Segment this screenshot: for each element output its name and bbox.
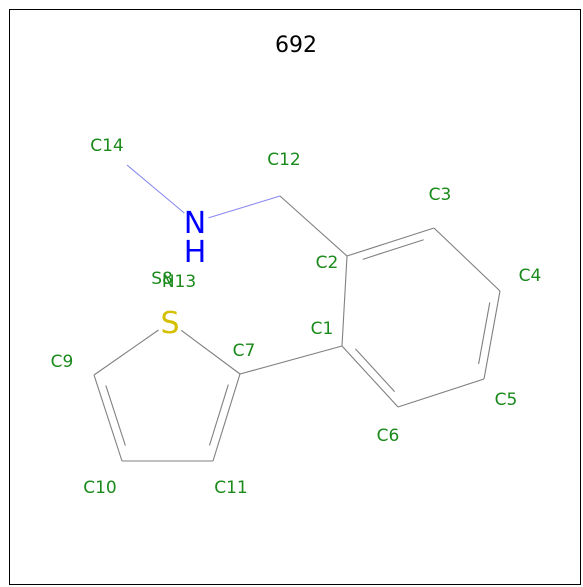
atom-label-C12: C12	[267, 150, 301, 170]
element-symbol-S8: S	[160, 306, 179, 341]
bond-inner-C9-C10	[105, 385, 126, 446]
bond-N13-C14	[126, 164, 185, 214]
bond-C5-C6	[397, 378, 485, 408]
bond-C12-N13	[208, 195, 281, 219]
bonds-layer	[93, 164, 501, 462]
element-symbol-N13: N	[184, 206, 206, 241]
bond-C11-C7	[212, 373, 241, 462]
element-symbols-layer: S NH	[160, 206, 206, 341]
bond-C6-C1	[341, 345, 399, 408]
atom-label-S8: S8	[151, 269, 173, 289]
atom-label-C3: C3	[429, 185, 452, 205]
atom-label-C10: C10	[83, 478, 117, 498]
bond-C2-C3	[346, 227, 435, 257]
bond-S8-C9	[93, 329, 159, 376]
atom-label-C6: C6	[377, 426, 400, 446]
bond-C2-C12	[279, 195, 348, 257]
atom-label-C4: C4	[519, 266, 542, 286]
atom-label-C14: C14	[90, 136, 124, 156]
bond-C7-S8	[180, 329, 241, 375]
atom-label-C9: C9	[51, 352, 74, 372]
atom-label-N13: N13	[162, 272, 196, 292]
atom-label-C11: C11	[214, 478, 248, 498]
atom-label-C5: C5	[495, 390, 518, 410]
bond-C4-C5	[483, 290, 501, 380]
bond-C1-C2	[341, 255, 348, 347]
bond-inner-C6-C1	[355, 348, 396, 393]
bond-C3-C4	[433, 227, 501, 292]
atom-label-C2: C2	[316, 253, 339, 273]
bond-inner-C2-C3	[362, 239, 424, 260]
atom-label-C1: C1	[311, 319, 334, 339]
bond-inner-C11-C7	[208, 384, 229, 446]
bond-inner-C4-C5	[478, 302, 491, 365]
diagram-title: 692	[275, 33, 317, 58]
atom-label-C7: C7	[233, 341, 256, 361]
bond-C1-C7	[239, 345, 343, 375]
bond-C9-C10	[93, 374, 123, 462]
diagram-frame	[9, 9, 581, 585]
hydrogen-symbol-N13: H	[184, 235, 207, 270]
